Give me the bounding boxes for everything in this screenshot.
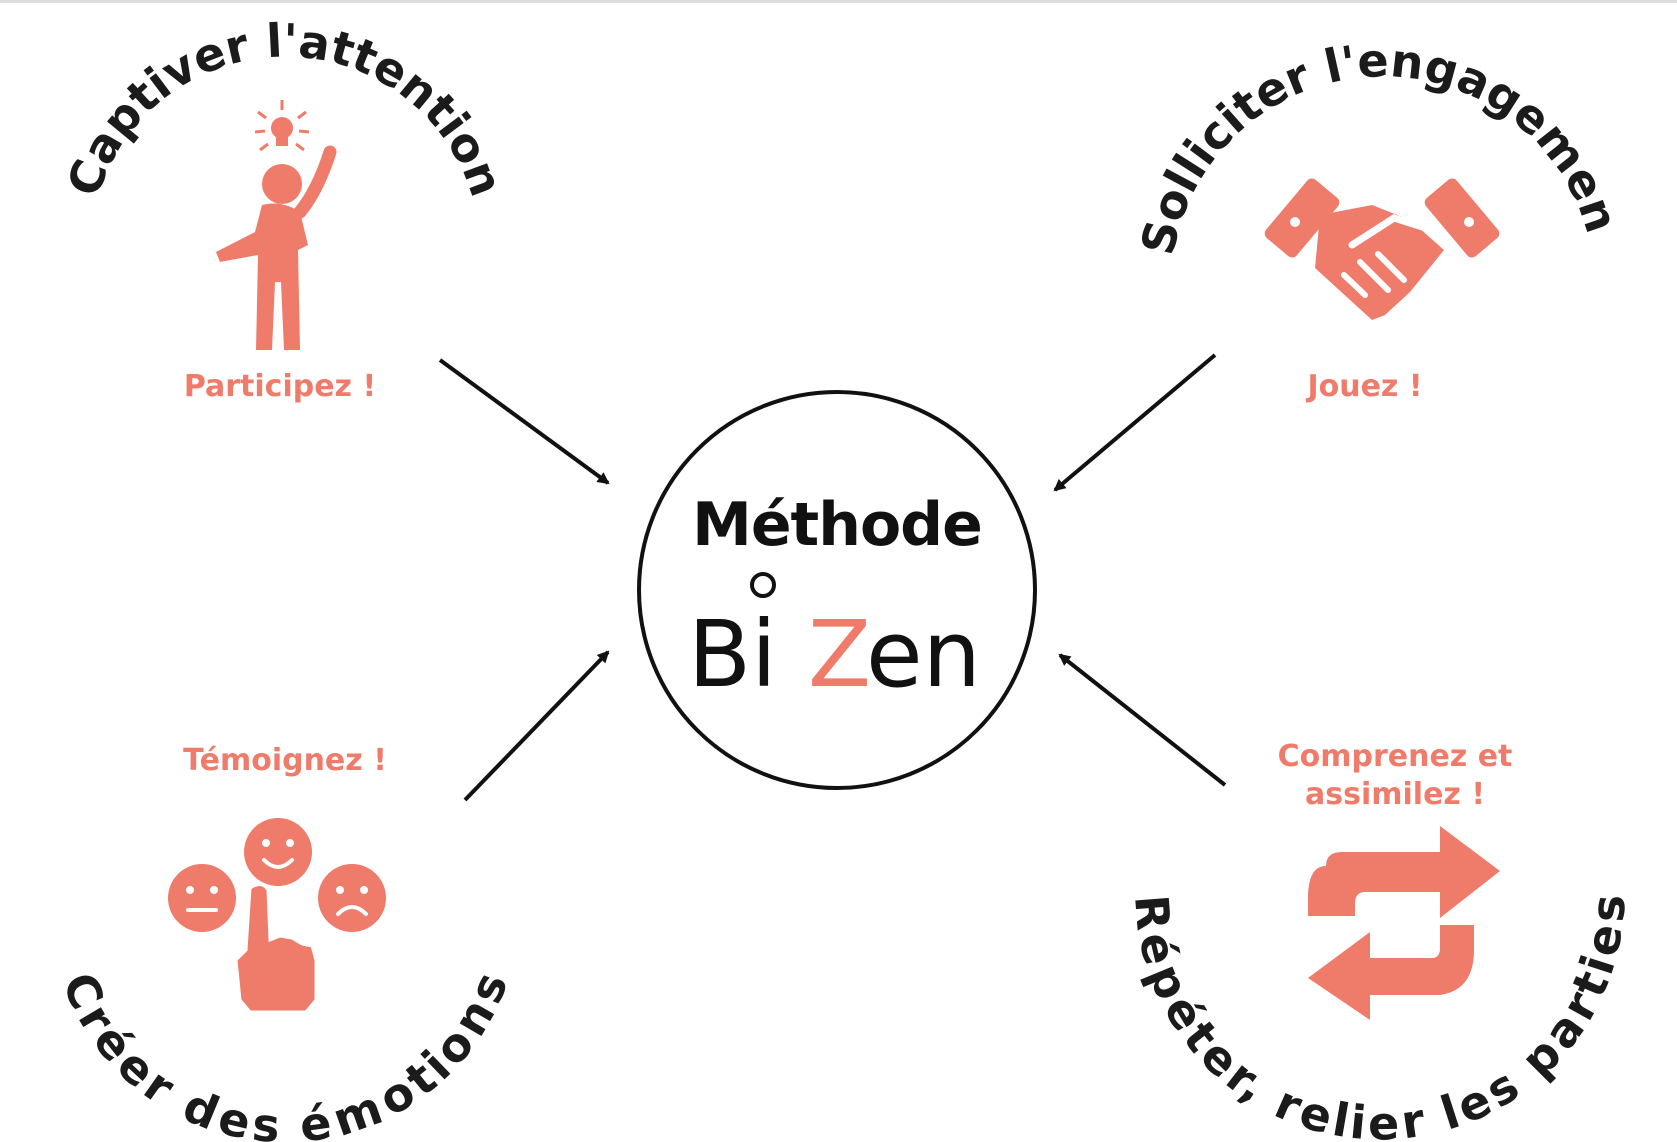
subtitle-temoignez: Témoignez !: [183, 743, 387, 778]
arc-title-repeter: Répéter, relier les parties: [1124, 893, 1636, 1142]
bizen-logo: Bi Z en: [688, 572, 981, 708]
center-circle: [637, 390, 1037, 790]
arrow-top-left: [438, 358, 610, 485]
subtitle-participez: Participez !: [183, 369, 377, 404]
logo-bi: Bi: [688, 601, 777, 708]
arrow-bottom-right: [1058, 653, 1227, 787]
subtitle-comprenez-line2: assimilez !: [1305, 777, 1485, 812]
repeat-arrows-icon: [1308, 826, 1500, 1020]
logo-z: Z: [808, 601, 871, 708]
subtitle-comprenez-line1: Comprenez et: [1277, 739, 1513, 774]
logo-dot: [750, 572, 776, 598]
emotion-faces-icon: [168, 818, 386, 1014]
arrow-top-right: [1053, 353, 1217, 492]
subtitle-comprenez: Comprenez et assimilez !: [1250, 738, 1540, 814]
arrow-bottom-left: [463, 650, 610, 802]
person-idea-icon: [216, 100, 337, 350]
handshake-icon: [1264, 178, 1500, 320]
logo-en: en: [866, 601, 981, 708]
center-title: Méthode: [692, 490, 983, 560]
subtitle-jouez: Jouez !: [1307, 369, 1423, 404]
